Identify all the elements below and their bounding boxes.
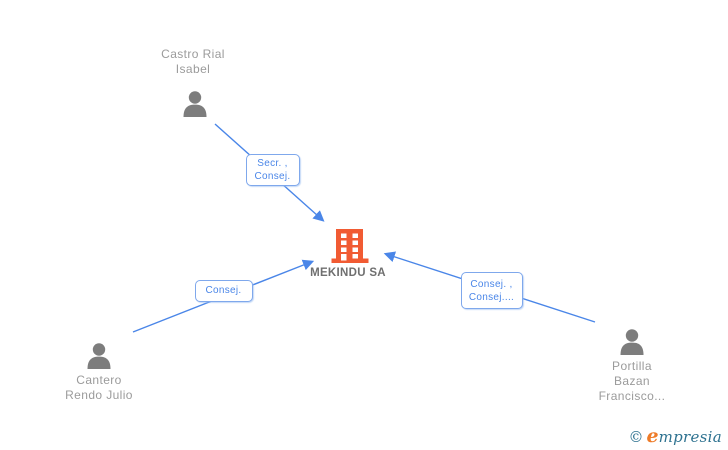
role-text: Consej.... — [468, 291, 515, 303]
person-name-line: Castro Rial — [161, 47, 225, 61]
role-text: Consej. — [254, 170, 291, 182]
brand-logo[interactable]: ©empresia — [628, 425, 722, 447]
role-text: Consej. , — [470, 278, 513, 290]
copyright-icon: © — [628, 428, 644, 446]
edge-label-portilla-roles: Consej. , Consej.... — [460, 272, 523, 309]
person-name-line: Cantero — [76, 373, 122, 387]
person-name-line: Isabel — [175, 62, 211, 76]
person-label-portilla[interactable]: Portilla Bazan Francisco... — [574, 359, 690, 404]
person-name-line: Rendo Julio — [65, 388, 133, 402]
person-label-cantero[interactable]: Cantero Rendo Julio — [41, 373, 157, 403]
person-icon-portilla[interactable] — [620, 329, 644, 355]
person-icon-castro[interactable] — [183, 91, 207, 117]
role-text: Secr. , — [257, 157, 288, 169]
person-label-castro[interactable]: Castro Rial Isabel — [135, 47, 251, 77]
edge-label-cantero-roles: Consej. — [194, 279, 253, 302]
person-name-line: Francisco... — [598, 389, 666, 403]
person-name-line: Portilla — [612, 359, 652, 373]
brand-initial: e — [646, 425, 659, 447]
edge-label-castro-roles: Secr. , Consej. — [245, 153, 300, 186]
company-building-icon[interactable] — [331, 229, 369, 263]
brand-name: mpresia — [658, 428, 722, 446]
person-icon-cantero[interactable] — [87, 343, 111, 369]
person-name-line: Bazan — [613, 374, 651, 388]
role-text: Consej. — [205, 285, 242, 296]
company-label[interactable]: MEKINDU SA — [310, 267, 386, 279]
